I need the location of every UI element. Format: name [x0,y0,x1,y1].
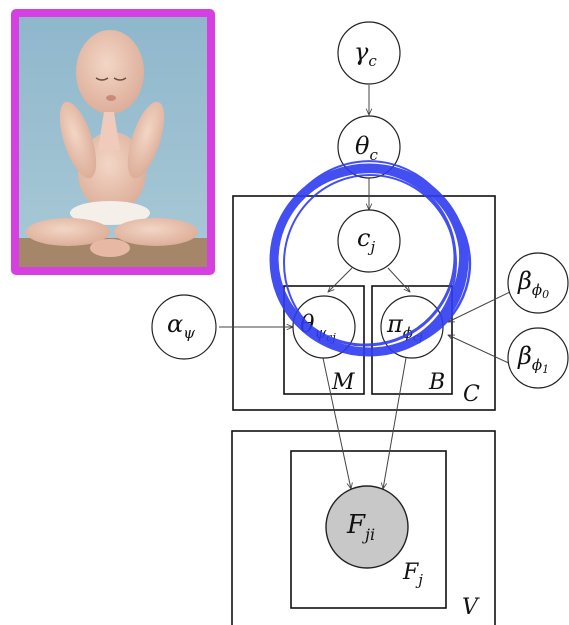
blue-scribble-annotation [269,160,472,357]
edge-beta0-pi [448,290,513,322]
plate-C-label: C [463,382,480,407]
svg-text:βϕ1: βϕ1 [517,342,549,376]
plate-M: M [283,285,365,395]
edge-beta1-pi [448,334,514,366]
svg-text:βϕ0: βϕ0 [517,267,549,301]
plate-B-label: B [428,370,445,395]
edge-pi-F [383,357,407,489]
node-F-ji-observed: Fji [325,485,409,569]
edges [219,85,514,489]
svg-text:θc: θc [355,132,378,164]
svg-text:cj: cj [357,224,375,256]
node-alpha-psi: αψ [151,294,217,360]
edge-c-pi [387,267,410,292]
baby-icon [26,30,198,257]
edge-c-thetapsi [328,267,353,292]
svg-text:γc: γc [354,38,377,70]
node-c-j: cj [337,209,401,273]
baby-photo [11,9,215,275]
plate-V: V [231,430,496,625]
plate-M-label: M [331,370,355,395]
plate-F-j: Fj [290,450,447,609]
svg-text:αψ: αψ [167,310,195,342]
node-beta-phi0: βϕ0 [507,252,569,314]
plate-F-j-label: Fj [402,560,423,589]
edge-thetapsi-F [322,357,351,489]
plate-V-label: V [462,595,480,620]
node-gamma-c: γc [337,21,401,85]
node-beta-phi1: βϕ1 [507,327,569,389]
svg-text:Fji: Fji [346,510,375,544]
plate-C: C [232,195,496,411]
